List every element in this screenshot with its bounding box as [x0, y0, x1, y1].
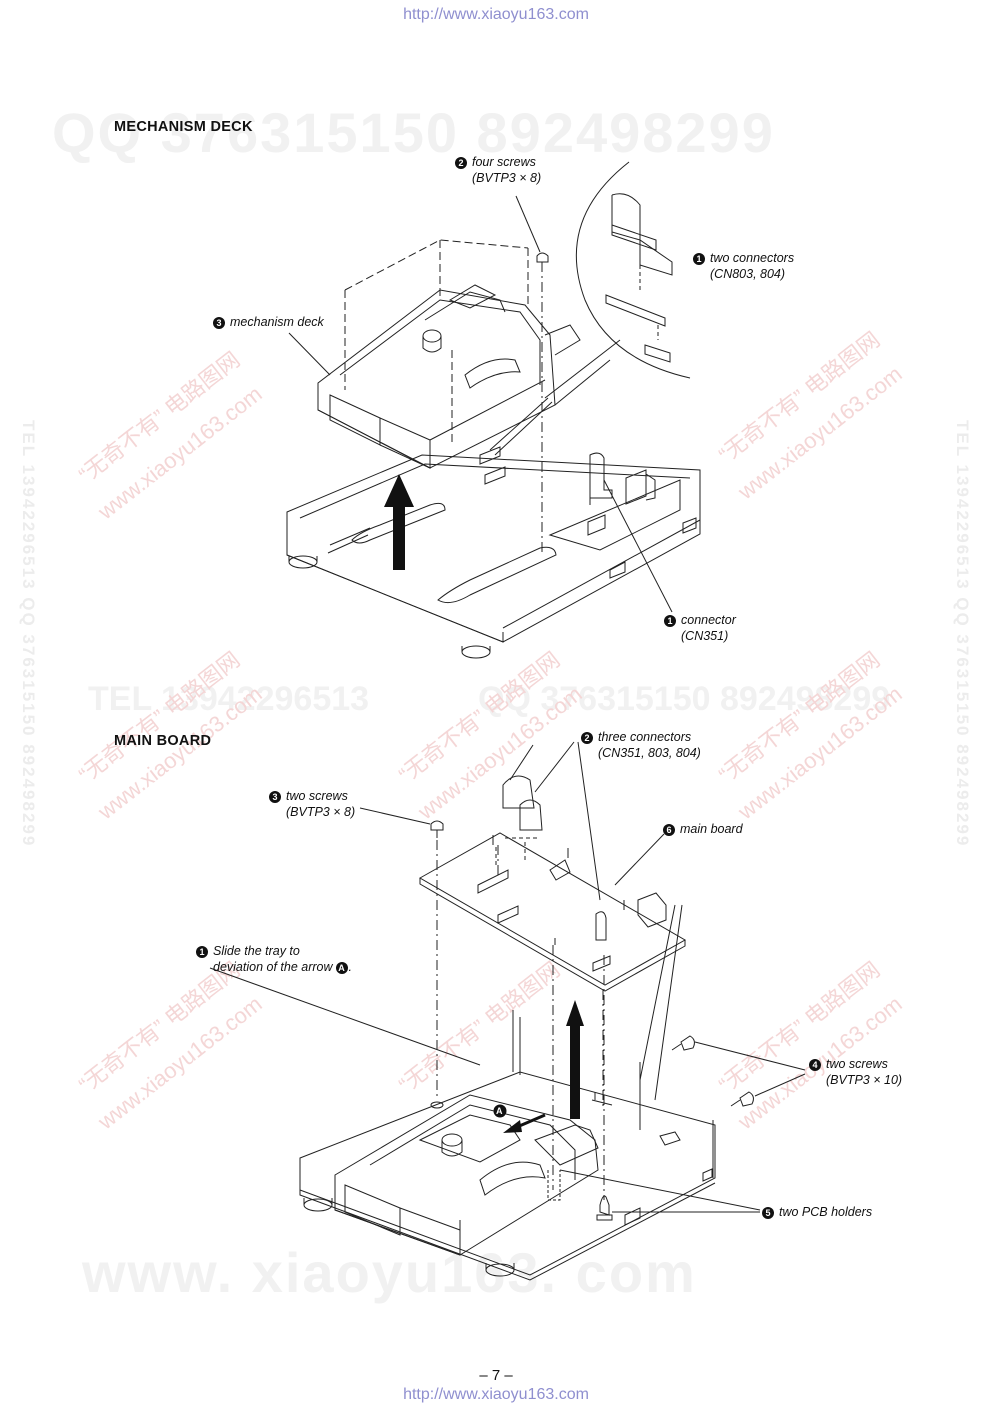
watermark-url-bottom: www. xiaoyu163. com [82, 1241, 697, 1304]
step-spec: (BVTP3 × 8) [472, 171, 542, 185]
step-text: two screws [286, 789, 348, 803]
step1-slide-tray-label: 1 Slide the tray to deviation of the arro… [196, 943, 352, 975]
step3-mechanism-deck-label: 3 mechanism deck [213, 314, 324, 330]
step1-two-connectors-label: 1 two connectors (CN803, 804) [693, 250, 794, 282]
step-number-badge: 4 [809, 1059, 821, 1071]
step-number-badge: 5 [762, 1207, 774, 1219]
step-number-badge: 1 [693, 253, 705, 265]
step-number-badge: 3 [213, 317, 225, 329]
watermark-qq-mid: QQ 376315150 892498299 [478, 680, 891, 718]
arrow-ref-badge: A [335, 962, 348, 974]
step6-main-board-label: 6 main board [663, 821, 743, 837]
step-text-line2: deviation of the arrow [213, 960, 333, 974]
footer-url-link[interactable]: http://www.xiaoyu163.com [403, 1386, 589, 1403]
mechanism-deck-diagram [286, 161, 701, 659]
step-number-badge: 3 [269, 791, 281, 803]
step-text: mechanism deck [230, 315, 324, 329]
section-title-main-board: MAIN BOARD [114, 733, 212, 749]
step-text: two PCB holders [779, 1205, 873, 1219]
step-number-badge: 1 [196, 946, 208, 958]
step-text: two connectors [710, 251, 795, 265]
step-text: four screws [472, 155, 536, 169]
step-text-end: . [348, 960, 352, 974]
watermark-tel: TEL 13942296513 [88, 680, 370, 718]
step-number-badge: 2 [455, 157, 467, 169]
step5-pcb-holders-label: 5 two PCB holders [762, 1204, 872, 1220]
step-text: two screws [826, 1057, 888, 1071]
step-spec: (BVTP3 × 10) [826, 1073, 903, 1087]
watermark-qq-top: QQ 376315150 892498299 [52, 101, 775, 164]
step-spec: (CN351) [681, 629, 729, 643]
step-text: main board [680, 822, 743, 836]
step-number-badge: 1 [664, 615, 676, 627]
step-spec: (BVTP3 × 8) [286, 805, 356, 819]
step-text: three connectors [598, 730, 692, 744]
step4-two-screws-label: 4 two screws (BVTP3 × 10) [809, 1056, 902, 1088]
main-board-diagram [209, 741, 806, 1281]
step-number-badge: 2 [581, 732, 593, 744]
step-text: connector [681, 613, 736, 627]
page-number: – 7 – [479, 1367, 513, 1384]
header-url-link[interactable]: http://www.xiaoyu163.com [403, 6, 589, 23]
section-title-mechanism-deck: MECHANISM DECK [114, 119, 253, 135]
step-spec: (CN803, 804) [710, 267, 786, 281]
step-text: Slide the tray to [213, 944, 300, 958]
step2-four-screws-label: 2 four screws (BVTP3 × 8) [455, 154, 541, 186]
step1-connector-cn351-label: 1 connector (CN351) [664, 612, 736, 644]
step-number-badge: 6 [663, 824, 675, 836]
step3-two-screws-label: 3 two screws (BVTP3 × 8) [269, 788, 355, 820]
step2-three-connectors-label: 2 three connectors (CN351, 803, 804) [581, 729, 701, 761]
marker-a: A [496, 1106, 503, 1116]
step-spec: (CN351, 803, 804) [598, 746, 701, 760]
